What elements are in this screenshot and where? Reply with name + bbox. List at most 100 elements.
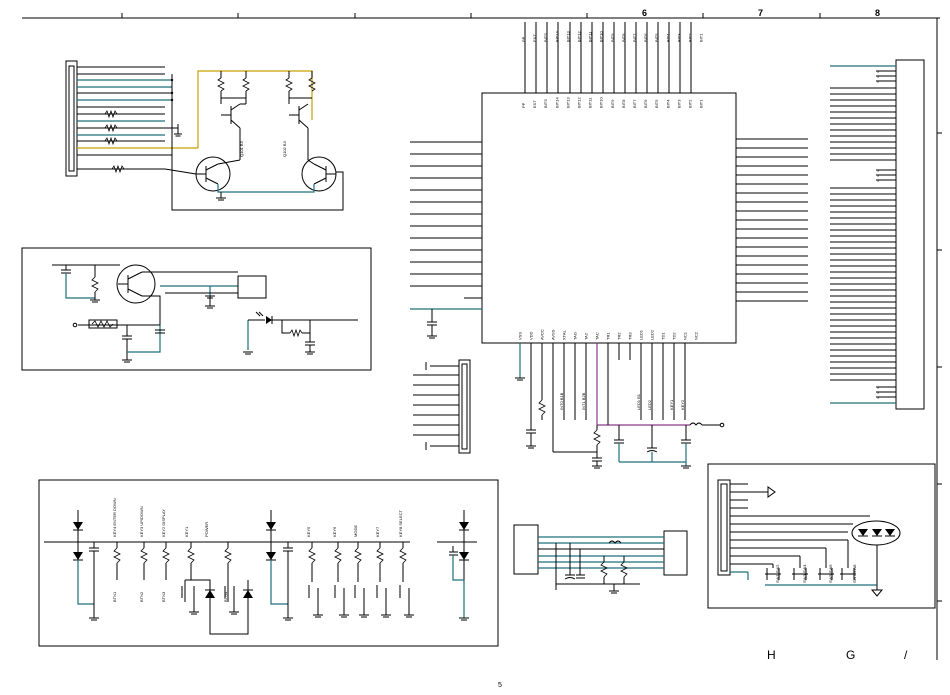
mcu-net-int0: INT0 B1B <box>559 392 564 410</box>
mcu-top-net-label: BIT10 <box>599 31 604 42</box>
svg-text:×: × <box>877 390 880 395</box>
mcu-bottom-pin-label: LED2 <box>650 329 655 340</box>
svg-text:×: × <box>877 173 880 178</box>
keypad-block: KEY4 ENTER DOWN KEY3 UP/DOWN KEY2 DISPLA… <box>38 479 499 647</box>
mcu-bottom-pin-label: TR3 <box>628 332 633 340</box>
mcu-bottom-pin-label: TR2 <box>617 332 622 340</box>
mcu-net-int1: INT1 B2B <box>581 392 586 410</box>
svg-text:×: × <box>877 178 880 183</box>
mcu-top-pin-label: BIT6 <box>643 99 648 108</box>
mcu-bottom-pin-label: TA2 <box>584 332 589 340</box>
mcu-top-net-label: BIT3 <box>676 33 681 42</box>
mcu-top-net-label: BITS <box>543 33 548 42</box>
mcu-bottom-pin-label: VDD <box>529 331 534 340</box>
zone-number-6: 6 <box>642 8 647 18</box>
filter-block <box>513 524 688 594</box>
mcu-bottom-pin-label: NC2 <box>694 331 699 340</box>
mcu-top-pin-label: BIT11 <box>588 97 593 108</box>
mcu-net-key2: KEY2 <box>680 399 685 410</box>
key-label-1: KEY4 ENTER DOWN <box>112 498 117 537</box>
mcu-top-pin-label: BIT2 <box>688 99 693 108</box>
mcu-top-net-label: BIT14 <box>554 31 559 42</box>
mcu-top-pin-label: BIT5 <box>654 99 659 108</box>
key-label-8: MODE <box>353 525 358 537</box>
mcu-bottom-pin-label: VSS <box>518 332 523 340</box>
mcu-bottom-pin-label: NC1 <box>683 331 688 340</box>
svg-text:×: × <box>877 74 880 79</box>
mcu-top-net-label: BIT9 <box>610 33 615 42</box>
switch-label-1: SW1 SW2 <box>775 564 780 583</box>
key-label-7: KEY6 <box>332 526 337 537</box>
svg-text:×: × <box>877 168 880 173</box>
zone-number-7: 7 <box>758 8 763 18</box>
mcu-top-pin-label: BIT3 <box>676 99 681 108</box>
right-connector: × × × × × × × × × <box>830 59 925 410</box>
key-label-13: BTN3 <box>161 591 166 602</box>
switch-label-3: SW5 SW6 <box>828 564 833 583</box>
mcu-bottom-pin-labels: VSS VDD AVCC AVSS XTAL TAG TA2 TAC TR1 TR2 TR3 LED1… <box>518 329 699 340</box>
key-label-11: BTN1 <box>112 591 117 602</box>
mcu-bottom-pin-label: AVSS <box>551 329 556 340</box>
mcu-bottom-pin-label: XTAL <box>562 330 567 340</box>
mcu-top-pin-label: BIT9 <box>610 99 615 108</box>
key-label-2: KEY3 UP/DOWN <box>139 506 144 537</box>
mcu-top-pin-label: BITS <box>543 99 548 108</box>
oscillator-block <box>21 247 372 371</box>
mcu-bottom-pin-label: TAG <box>573 332 578 340</box>
key-label-5: POWER <box>204 522 209 537</box>
svg-text:×: × <box>877 385 880 390</box>
mcu-net-led1: LED1 B1 <box>636 393 641 410</box>
mcu-top-net-label: PP <box>521 36 526 42</box>
key-label-10: KEY8 SELECT <box>398 510 403 537</box>
mcu-top-net-label: BIT5 <box>654 33 659 42</box>
left-connector <box>65 60 78 177</box>
key-label-3: KEY2 DISPLAY <box>161 509 166 537</box>
mcu-net-key1: KEY1 <box>669 399 674 410</box>
mcu-top-net-label: BIT6 <box>643 33 648 42</box>
switch-label-4: SW7 SW8 <box>852 564 857 583</box>
zone-number-8: 8 <box>875 8 880 18</box>
key-label-14: BTN4 <box>223 591 228 602</box>
switch-label-2: SW3 SW4 <box>802 564 807 583</box>
mcu-chip: INT0 B1B INT1 B2B LED1 B1 LED2 KEY1 KEY2 <box>410 22 808 469</box>
led-switch-block: SW1 SW2 SW3 SW4 SW5 SW6 SW7 SW8 <box>707 463 936 609</box>
transistor-label-b: Q102 B3 <box>282 140 287 157</box>
mcu-top-pin-labels: PPPPEXTEXTBITSBITSBIT14BIT14BIT13BIT13BI… <box>521 31 704 108</box>
osc-module <box>237 275 267 299</box>
mcu-top-net-label: BIT4 <box>665 33 670 42</box>
mcu-top-net-label: BIT11 <box>588 31 593 42</box>
mcu-top-net-label: BIT7 <box>632 33 637 42</box>
mcu-top-pin-label: PP <box>521 102 526 108</box>
mcu-top-pin-label: BIT8 <box>621 99 626 108</box>
mcu-bottom-pin-label: TAC <box>595 332 600 340</box>
mcu-bottom-pin-label: TD2 <box>672 332 677 340</box>
mcu-top-pin-label: BIT7 <box>632 99 637 108</box>
zone-letter-h: H <box>767 648 776 662</box>
mcu-top-pin-label: BIT12 <box>577 97 582 108</box>
driver-circuit: Q101 B3 Q102 B3 <box>65 60 344 211</box>
key-label-12: BTN2 <box>139 591 144 602</box>
mcu-top-net-label: BIT1 <box>699 33 704 42</box>
mcu-bottom-pin-label: LED1 <box>639 329 644 340</box>
mcu-net-led2: LED2 <box>647 399 652 410</box>
page-number: 5 <box>498 682 502 689</box>
mcu-top-pin-label: BIT10 <box>599 97 604 108</box>
svg-text:×: × <box>877 69 880 74</box>
sheet-frame <box>22 13 942 660</box>
mcu-top-pin-label: EXT <box>532 100 537 108</box>
mcu-top-pin-label: BIT1 <box>699 99 704 108</box>
mcu-top-net-label: BIT13 <box>565 31 570 42</box>
mcu-top-pin-label: BIT14 <box>554 97 559 108</box>
zone-letter-slash: / <box>904 648 908 662</box>
svg-text:×: × <box>877 395 880 400</box>
mcu-top-net-label: BIT2 <box>688 33 693 42</box>
transistor-label-a: Q101 B3 <box>239 140 244 157</box>
svg-text:×: × <box>877 79 880 84</box>
key-label-6: KEY5 <box>306 526 311 537</box>
mcu-top-pin-label: BIT13 <box>565 97 570 108</box>
mcu-bottom-pin-label: TR1 <box>606 332 611 340</box>
key-label-9: KEY7 <box>375 526 380 537</box>
zone-letter-g: G <box>846 648 855 662</box>
mcu-bottom-pin-label: AVCC <box>540 329 545 340</box>
